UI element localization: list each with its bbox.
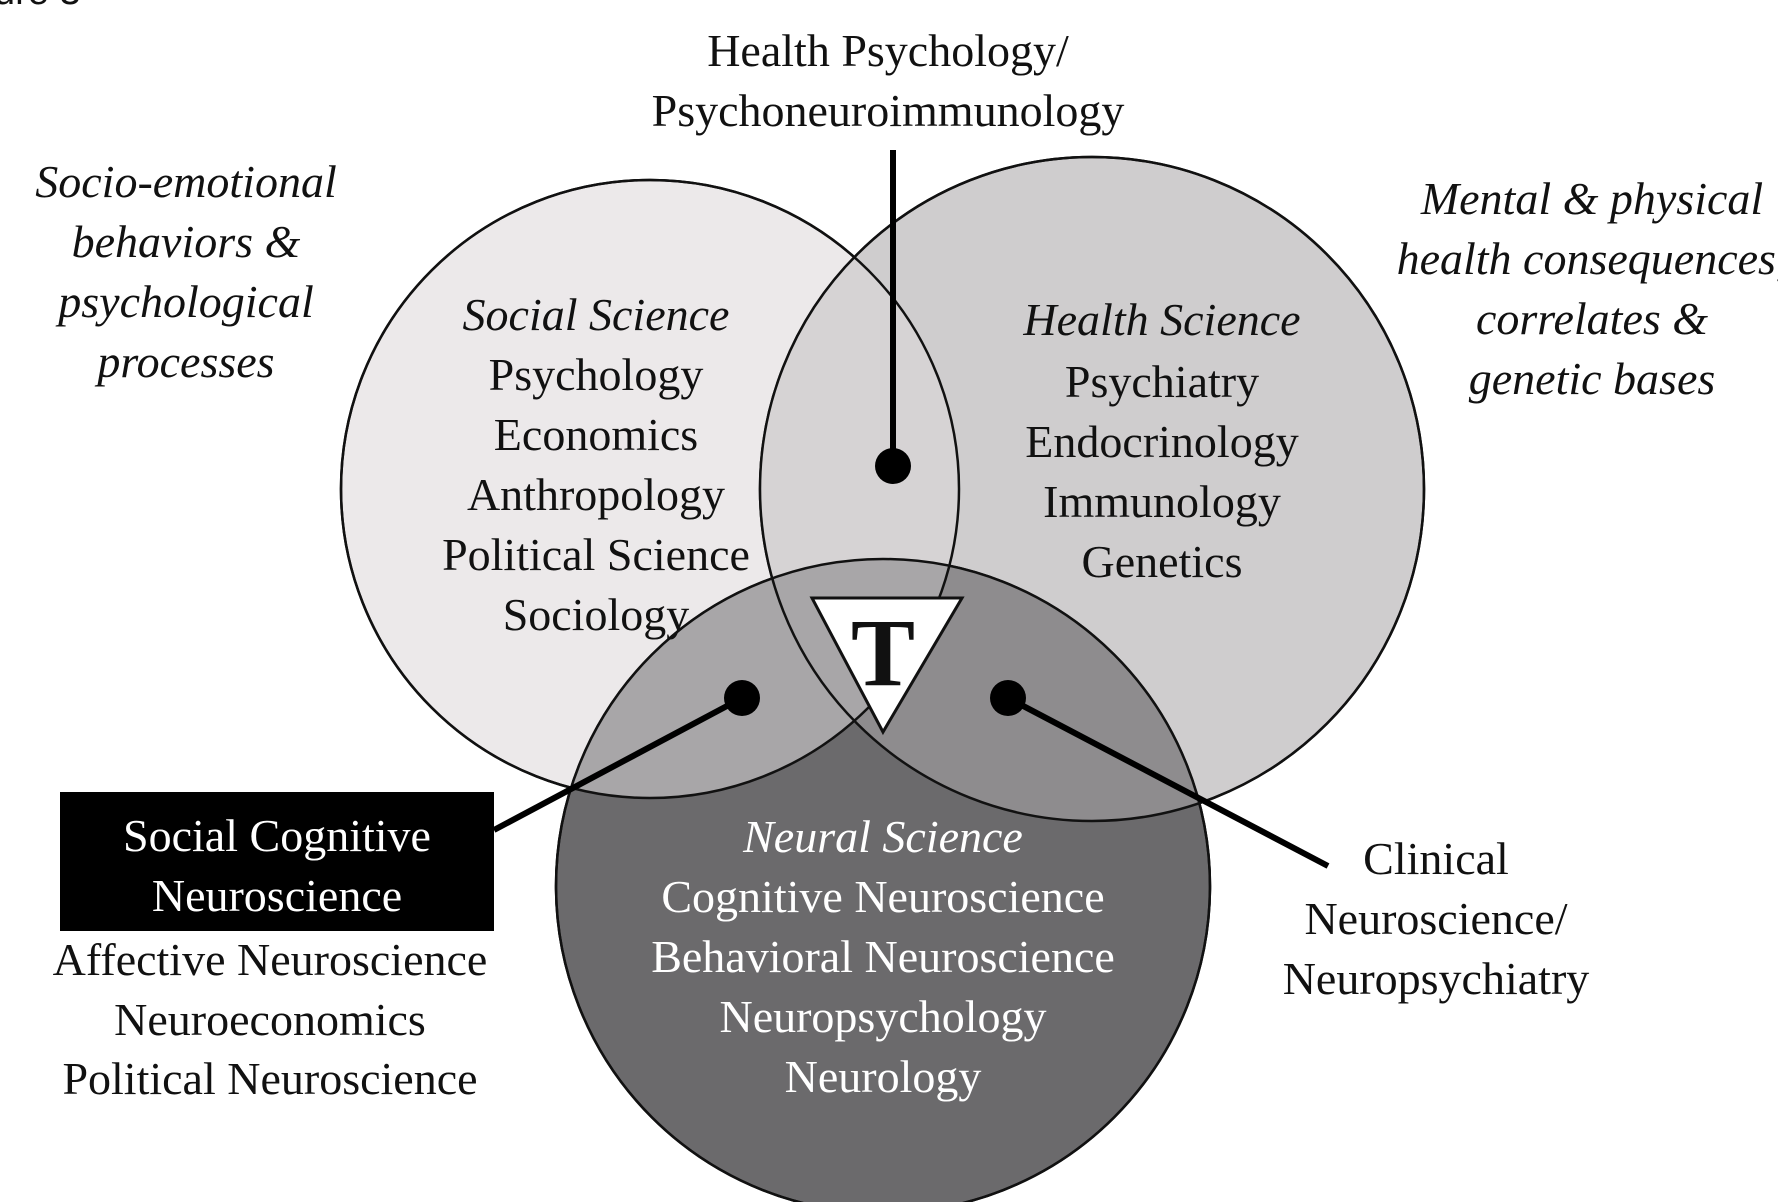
social-science-item: Political Science (442, 529, 750, 580)
right-note-line: genetic bases (1469, 353, 1716, 404)
left-callout-box-line: Neuroscience (152, 870, 402, 921)
neural-science-item: Cognitive Neuroscience (661, 871, 1104, 922)
left-note-line: Socio-emotional (35, 156, 337, 207)
health-science-item: Endocrinology (1025, 416, 1298, 467)
neural-science-item: Neurology (785, 1051, 982, 1102)
top-label-line: Psychoneuroimmunology (652, 85, 1125, 136)
health-science-outline (758, 155, 1426, 823)
left-note-line: processes (94, 336, 274, 387)
right-callout-label: Clinical Neuroscience/ Neuropsychiatry (1283, 833, 1590, 1004)
social-science-item: Psychology (489, 349, 704, 400)
center-marker-letter: T (851, 599, 915, 706)
left-callout-sub-item: Neuroeconomics (114, 994, 426, 1045)
social-science-item: Economics (494, 409, 698, 460)
social-science-item: Anthropology (467, 469, 725, 520)
right-callout-line-text: Clinical (1363, 833, 1509, 884)
top-label: Health Psychology/ Psychoneuroimmunology (652, 25, 1125, 136)
right-callout-line-text: Neuropsychiatry (1283, 953, 1590, 1004)
social-science-outline (339, 178, 961, 800)
left-callout-box-line: Social Cognitive (123, 810, 431, 861)
social-science-title: Social Science (463, 289, 730, 340)
social-science-labels: Social Science Psychology Economics Anth… (442, 289, 750, 640)
right-callout-dot (990, 680, 1026, 716)
health-science-item: Immunology (1043, 476, 1281, 527)
right-note-line: health consequences, (1397, 233, 1778, 284)
health-science-labels: Health Science Psychiatry Endocrinology … (1022, 294, 1300, 587)
neural-science-title: Neural Science (742, 811, 1023, 862)
left-note-line: psychological (55, 276, 314, 327)
left-note-line: behaviors & (72, 216, 301, 267)
right-note-line: correlates & (1476, 293, 1708, 344)
left-callout-dot (724, 680, 760, 716)
neural-science-outline (554, 557, 1212, 1202)
left-callout-sub-item: Affective Neuroscience (53, 934, 488, 985)
center-triangle-marker (809, 596, 965, 736)
social-cognitive-neuroscience-box (60, 792, 494, 931)
social-neural-overlap (556, 559, 959, 798)
left-callout-box-labels: Social Cognitive Neuroscience (123, 810, 431, 921)
right-callout-line-text: Neuroscience/ (1304, 893, 1567, 944)
left-callout-line (492, 695, 744, 833)
right-note: Mental & physical health consequences, c… (1397, 173, 1778, 404)
figure-caption-fragment: ure 3 (0, 0, 81, 13)
neural-science-labels: Neural Science Cognitive Neuroscience Be… (651, 811, 1115, 1102)
left-callout-sub-item: Political Neuroscience (62, 1053, 477, 1104)
health-science-title: Health Science (1022, 294, 1300, 345)
health-neural-overlap (760, 559, 1210, 821)
right-note-line: Mental & physical (1420, 173, 1763, 224)
health-science-item: Psychiatry (1065, 356, 1259, 407)
health-science-item: Genetics (1082, 536, 1243, 587)
neural-science-item: Behavioral Neuroscience (651, 931, 1115, 982)
right-callout-line (1006, 695, 1330, 869)
left-callout-sublist: Affective Neuroscience Neuroeconomics Po… (53, 934, 488, 1104)
neural-science-item: Neuropsychology (719, 991, 1046, 1042)
social-science-item: Sociology (503, 589, 690, 640)
top-label-line: Health Psychology/ (707, 25, 1069, 76)
left-note: Socio-emotional behaviors & psychologica… (35, 156, 337, 387)
top-callout-dot (875, 448, 911, 484)
